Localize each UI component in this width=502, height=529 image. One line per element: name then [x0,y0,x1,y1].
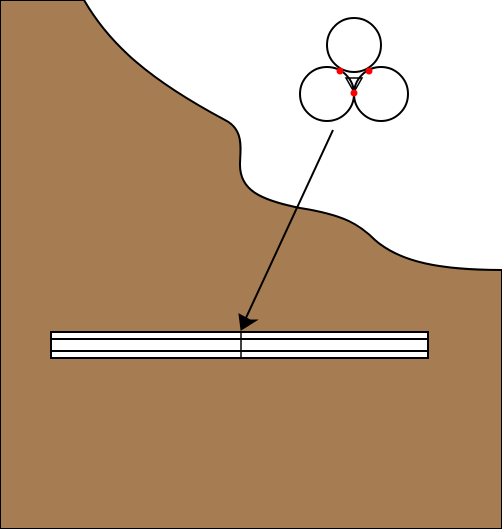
pore-space-triangle [344,77,364,94]
red-dot-icon [336,67,344,75]
red-dot-icon [365,67,373,75]
particle-right [353,66,409,122]
red-dot-icon [350,89,358,97]
particle-top [326,17,382,73]
pipe-body [50,331,429,359]
arrow-head [238,313,259,331]
buried-pipe [50,331,429,359]
arrow-icon [238,129,334,331]
arrow-shaft [244,129,334,321]
particle-left [299,66,355,122]
three-tangent-circles-icon [299,17,409,122]
